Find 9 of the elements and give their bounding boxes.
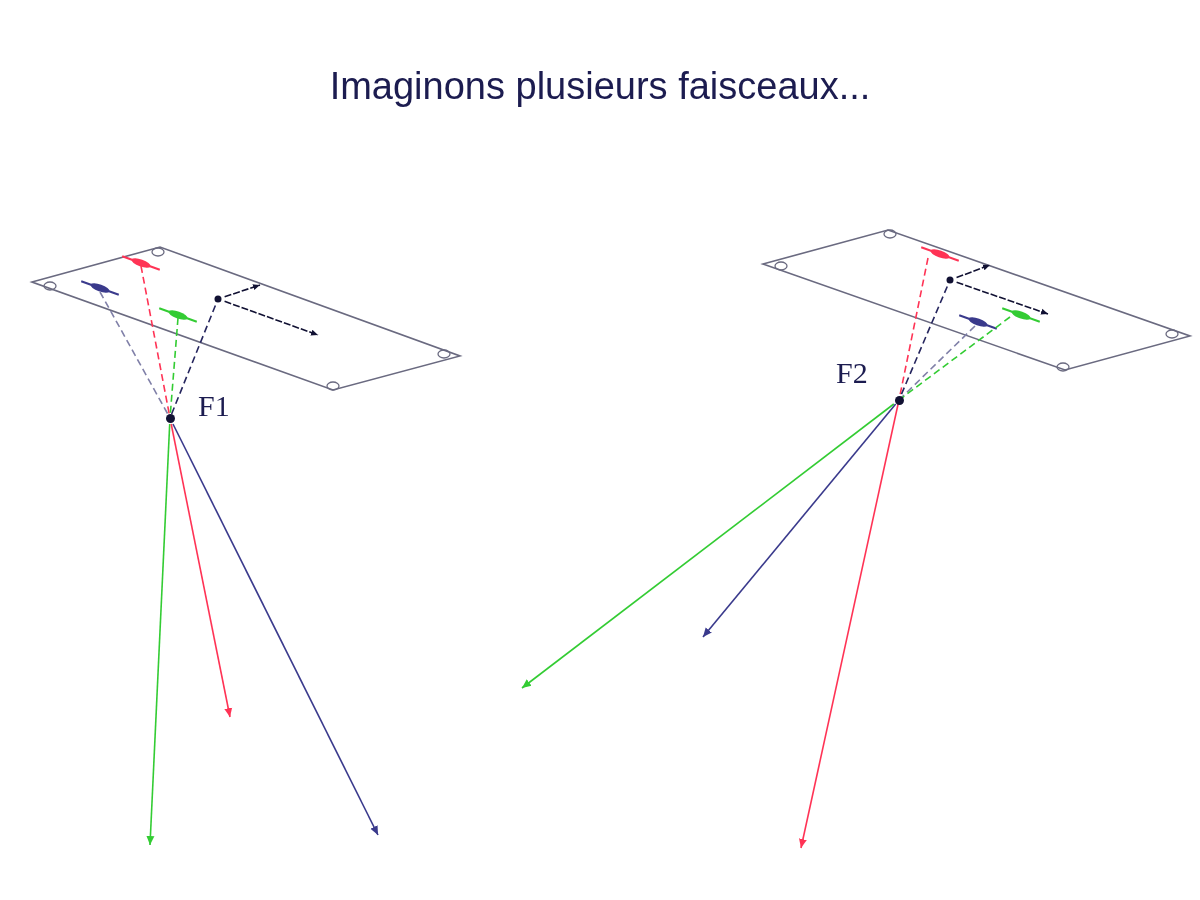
point-label: F2: [836, 358, 868, 388]
arrow: [702, 403, 897, 638]
point-label: F1: [198, 391, 230, 421]
arrow: [521, 403, 895, 689]
arrow: [170, 423, 233, 718]
arrow: [146, 423, 171, 846]
arrow: [799, 403, 899, 849]
title: Imaginons plusieurs faisceaux...: [329, 64, 871, 108]
arrow: [172, 423, 379, 836]
